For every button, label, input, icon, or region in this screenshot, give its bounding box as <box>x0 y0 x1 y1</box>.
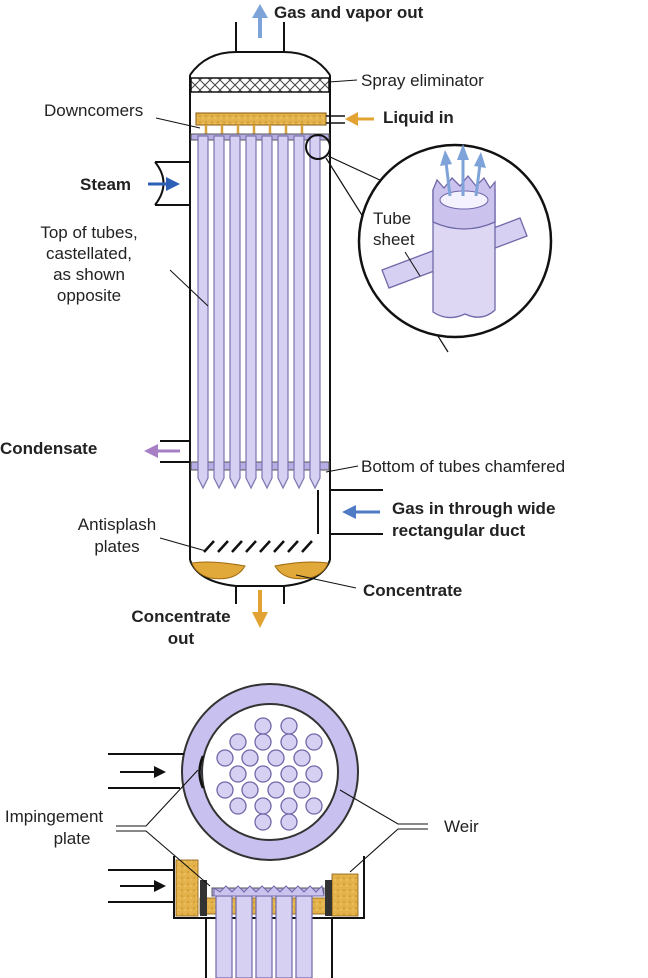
label-spray-eliminator: Spray eliminator <box>361 71 484 90</box>
tube <box>309 135 321 490</box>
lower-tube-sheet <box>190 461 330 471</box>
label-concentrate-out-1: Concentrate <box>131 607 230 626</box>
label-concentrate: Concentrate <box>363 581 462 600</box>
label-impingement-1: Impingement <box>5 807 104 826</box>
vessel <box>189 22 331 604</box>
arrow-left-icon <box>342 505 380 519</box>
label-top-tubes-2: castellated, <box>46 244 132 263</box>
gas-inlet-duct <box>317 489 383 535</box>
arrow-up-icon <box>252 4 268 38</box>
label-bottom-tubes: Bottom of tubes chamfered <box>361 457 565 476</box>
label-tube-sheet-2: sheet <box>373 230 415 249</box>
label-antisplash-1: Antisplash <box>78 515 156 534</box>
leader-lines-lower <box>116 769 428 887</box>
antisplash-plates <box>203 540 313 553</box>
tube <box>261 135 273 490</box>
detail-marker <box>305 134 331 160</box>
label-top-tubes-1: Top of tubes, <box>40 223 137 242</box>
arrow-left-icon <box>345 112 374 126</box>
impingement-plate <box>198 755 205 789</box>
arrow-up-icon <box>440 144 486 197</box>
tube-detail-view <box>357 143 553 339</box>
tube <box>213 135 225 490</box>
plan-view <box>108 683 359 861</box>
tube-bundle <box>197 135 321 490</box>
top-nozzle <box>235 22 285 52</box>
spray-eliminator <box>190 77 330 93</box>
condensate-nozzle <box>160 440 190 463</box>
tube <box>245 135 257 490</box>
label-gas-in-2: rectangular duct <box>392 521 526 540</box>
label-top-tubes-4: opposite <box>57 286 121 305</box>
label-impingement-2: plate <box>54 829 91 848</box>
label-condensate: Condensate <box>0 439 97 458</box>
arrow-right-icon <box>148 177 180 191</box>
tube-holes <box>216 717 323 831</box>
section-view <box>108 856 365 978</box>
label-top-tubes-3: as shown <box>53 265 125 284</box>
label-downcomers: Downcomers <box>44 101 143 120</box>
tube <box>277 135 289 490</box>
label-steam: Steam <box>80 175 131 194</box>
arrow-right-icon <box>120 766 166 778</box>
label-concentrate-out-2: out <box>168 629 195 648</box>
top-dome <box>189 51 331 76</box>
label-tube-sheet-1: Tube <box>373 209 411 228</box>
liquid-distributor <box>195 112 345 136</box>
concentrate-pool-right <box>274 561 329 580</box>
tube <box>293 135 305 490</box>
arrow-right-icon <box>120 880 166 892</box>
upper-tube-sheet <box>190 133 330 141</box>
label-weir: Weir <box>444 817 479 836</box>
tube <box>197 135 209 490</box>
label-liquid-in: Liquid in <box>383 108 454 127</box>
label-antisplash-2: plates <box>94 537 139 556</box>
arrow-left-icon <box>144 444 180 458</box>
label-gas-vapor-out: Gas and vapor out <box>274 3 424 22</box>
leader-lines <box>155 79 359 589</box>
concentrate-pool-left <box>191 561 246 580</box>
label-gas-in-1: Gas in through wide <box>392 499 555 518</box>
arrow-down-icon <box>252 590 268 628</box>
tube <box>229 135 241 490</box>
